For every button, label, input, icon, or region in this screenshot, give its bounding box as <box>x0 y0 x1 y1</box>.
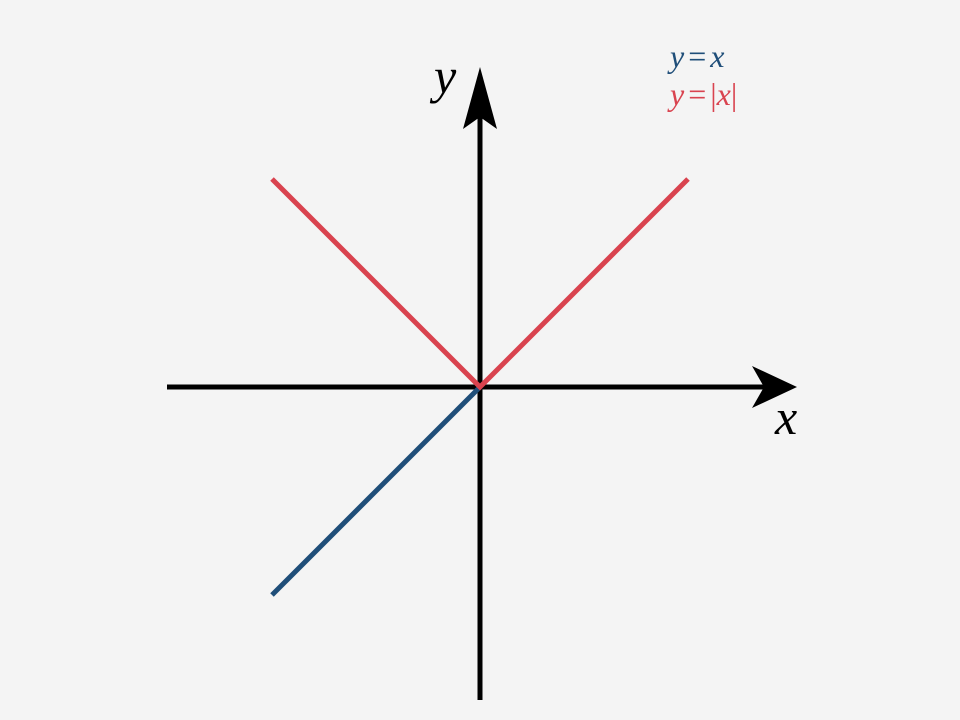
legend-entry-identity: y=x <box>667 38 724 74</box>
legend-absolute-var: x <box>716 76 731 112</box>
legend-absolute-eq: = <box>688 76 706 112</box>
legend-identity-rhs: x <box>709 38 724 74</box>
legend-identity-eq: = <box>688 38 706 74</box>
x-axis-label: x <box>774 389 797 445</box>
x-axis-arrowhead <box>752 366 797 408</box>
y-axis-arrowhead <box>463 67 497 129</box>
series-layer <box>270 177 690 597</box>
series-line-identity <box>270 385 482 597</box>
legend: y=x y=|x| <box>667 38 737 112</box>
legend-absolute-bar-open: | <box>710 76 716 112</box>
legend-entry-absolute: y=|x| <box>667 76 737 112</box>
legend-absolute-bar-close: | <box>731 76 737 112</box>
series-line-absolute <box>270 177 690 391</box>
legend-absolute-lhs: y <box>667 76 685 112</box>
legend-identity-lhs: y <box>667 38 685 74</box>
y-axis-label: y <box>429 48 457 104</box>
